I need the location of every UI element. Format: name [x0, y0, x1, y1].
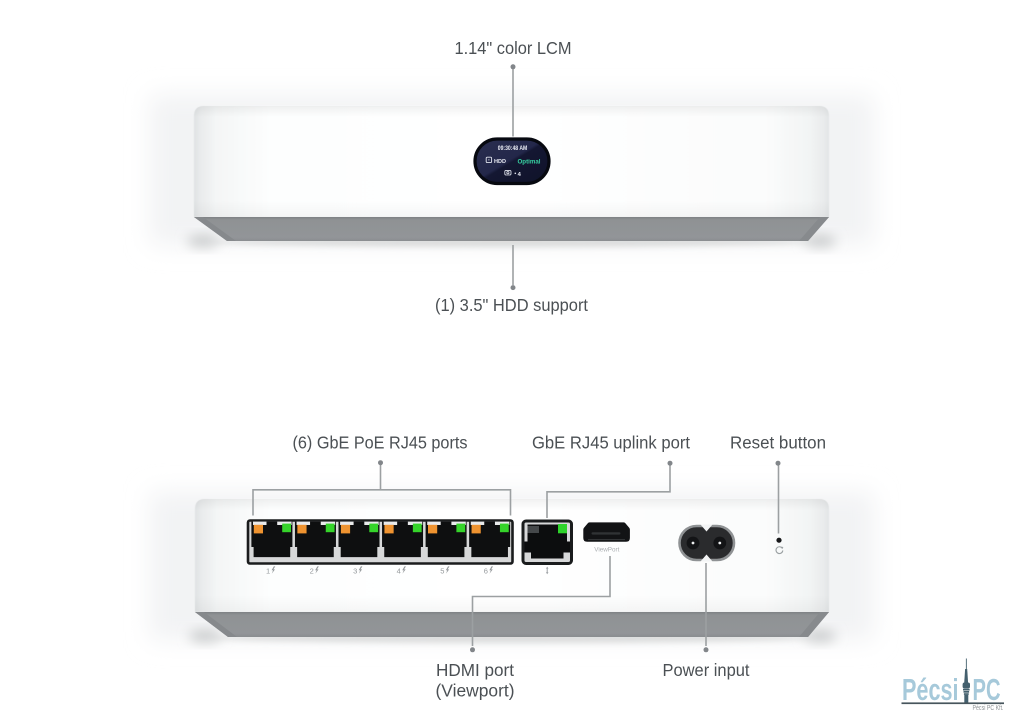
svg-text:GbE RJ45 uplink port: GbE RJ45 uplink port [532, 433, 690, 453]
svg-text:Pécsi PC Kft.: Pécsi PC Kft. [973, 705, 1004, 712]
svg-text:(Viewport): (Viewport) [436, 681, 515, 701]
svg-text:09:30:48 AM: 09:30:48 AM [498, 146, 528, 152]
svg-text:4: 4 [518, 172, 522, 178]
svg-text:(6) GbE PoE RJ45 ports: (6) GbE PoE RJ45 ports [293, 433, 468, 453]
svg-text:5: 5 [440, 567, 444, 576]
svg-text:Reset button: Reset button [730, 433, 826, 453]
svg-text:3: 3 [353, 567, 357, 576]
svg-text:1: 1 [266, 567, 270, 576]
svg-text:2: 2 [310, 567, 314, 576]
svg-text:Pécsi: Pécsi [902, 672, 959, 707]
svg-text:HDD: HDD [494, 159, 506, 165]
svg-text:Power input: Power input [663, 660, 750, 680]
svg-text:(1) 3.5" HDD support: (1) 3.5" HDD support [435, 295, 588, 315]
svg-text:HDMI port: HDMI port [436, 660, 514, 680]
svg-text:PC: PC [973, 672, 1001, 707]
svg-text:6: 6 [484, 567, 488, 576]
svg-text:1.14" color LCM: 1.14" color LCM [455, 38, 572, 58]
svg-text:ViewPort: ViewPort [594, 547, 619, 554]
svg-text:Optimal: Optimal [518, 158, 541, 165]
svg-text:4: 4 [397, 567, 401, 576]
